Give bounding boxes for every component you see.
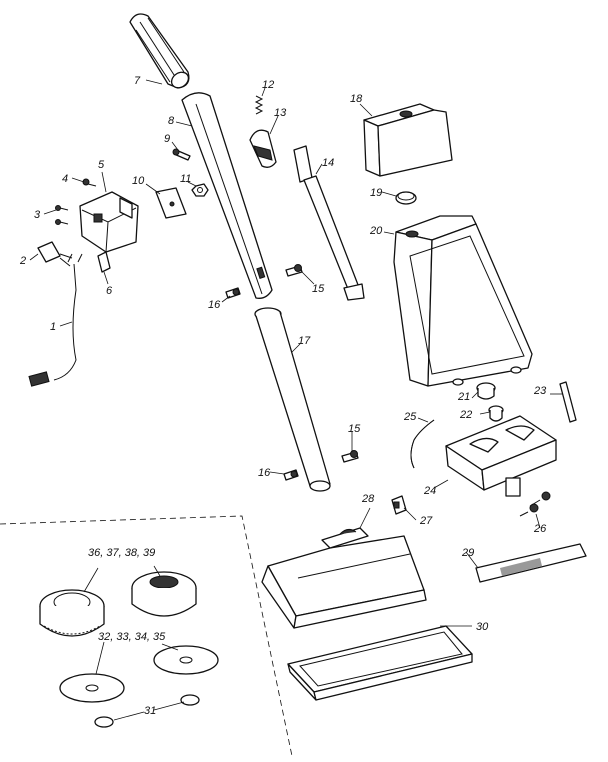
label-part-2: 2 <box>19 255 26 267</box>
label-part-10: 10 <box>132 175 145 187</box>
label-part-25: 25 <box>403 411 417 423</box>
part-24-solution-tank <box>445 415 557 497</box>
label-parts-36-39: 36, 37, 38, 39 <box>88 547 155 559</box>
label-part-13: 13 <box>274 107 287 119</box>
part-8-upper-handle-tube <box>181 92 273 299</box>
label-part-8: 8 <box>168 115 175 127</box>
part-14-rod <box>293 145 365 301</box>
part-15-screw-upper <box>285 264 303 277</box>
part-15-screw-lower <box>341 450 359 463</box>
label-part-20: 20 <box>369 225 383 237</box>
part-1-power-cord <box>28 253 83 387</box>
label-part-7: 7 <box>134 75 141 87</box>
label-parts-32-35: 32, 33, 34, 35 <box>98 631 166 643</box>
part-19-button <box>395 191 417 205</box>
label-part-15-upper: 15 <box>312 283 325 295</box>
label-part-6: 6 <box>106 285 113 297</box>
part-25-hose <box>410 419 435 469</box>
part-5-switch-bracket <box>79 191 139 253</box>
part-32-35-pad-left <box>59 673 125 703</box>
label-part-21: 21 <box>457 391 470 403</box>
label-part-17: 17 <box>298 335 311 347</box>
part-16-screw-upper <box>225 287 241 299</box>
part-31-clutch <box>94 694 200 728</box>
label-part-29: 29 <box>461 547 474 559</box>
part-11-nut <box>191 183 209 197</box>
part-labels: 7 8 12 13 14 9 11 10 5 4 3 2 6 1 16 15 1… <box>19 75 547 717</box>
part-23-pin <box>559 381 577 423</box>
label-part-30: 30 <box>476 621 489 633</box>
part-20-main-housing <box>393 215 533 387</box>
label-part-5: 5 <box>98 159 105 171</box>
label-part-24: 24 <box>423 485 436 497</box>
part-4-screw <box>82 178 97 187</box>
label-part-15-lower: 15 <box>348 423 361 435</box>
accessory-kit-outline <box>0 515 293 757</box>
label-part-28: 28 <box>361 493 375 505</box>
part-16-screw-lower <box>283 469 299 481</box>
label-part-16-lower: 16 <box>258 467 271 479</box>
label-part-12: 12 <box>262 79 274 91</box>
label-part-1: 1 <box>50 321 56 333</box>
part-7-handle-grip <box>129 13 190 89</box>
label-part-26: 26 <box>533 523 547 535</box>
label-part-4: 4 <box>62 173 68 185</box>
label-part-14: 14 <box>322 157 334 169</box>
part-32-35-pad-right <box>153 645 219 675</box>
part-13-cord-clip <box>249 129 277 168</box>
label-part-11: 11 <box>180 173 191 185</box>
part-6-connector <box>97 251 111 273</box>
part-36-39-brush-right <box>131 571 197 617</box>
part-10-plate <box>155 187 187 219</box>
part-28-base-cover <box>261 527 427 629</box>
part-18-cover <box>363 103 453 177</box>
part-9-screw <box>172 148 191 161</box>
label-part-31: 31 <box>144 705 156 717</box>
part-12-spring <box>254 95 264 115</box>
part-26-screws <box>519 491 551 517</box>
leader-lines <box>29 79 562 721</box>
part-22-valve <box>488 405 504 422</box>
label-part-19: 19 <box>370 187 382 199</box>
label-part-22: 22 <box>459 409 472 421</box>
label-part-9: 9 <box>164 133 170 145</box>
part-3-screws <box>55 205 69 225</box>
label-part-16-upper: 16 <box>208 299 221 311</box>
label-part-3: 3 <box>34 209 41 221</box>
part-36-39-brush-left <box>39 589 105 637</box>
part-27-latch <box>391 495 407 515</box>
part-17-lower-handle-tube <box>254 307 331 492</box>
label-part-27: 27 <box>419 515 433 527</box>
part-2-switch <box>37 241 73 267</box>
label-part-23: 23 <box>533 385 547 397</box>
part-30-tray <box>287 625 473 701</box>
part-29-strip <box>475 543 587 583</box>
label-part-18: 18 <box>350 93 363 105</box>
part-21-fitting <box>476 382 496 400</box>
